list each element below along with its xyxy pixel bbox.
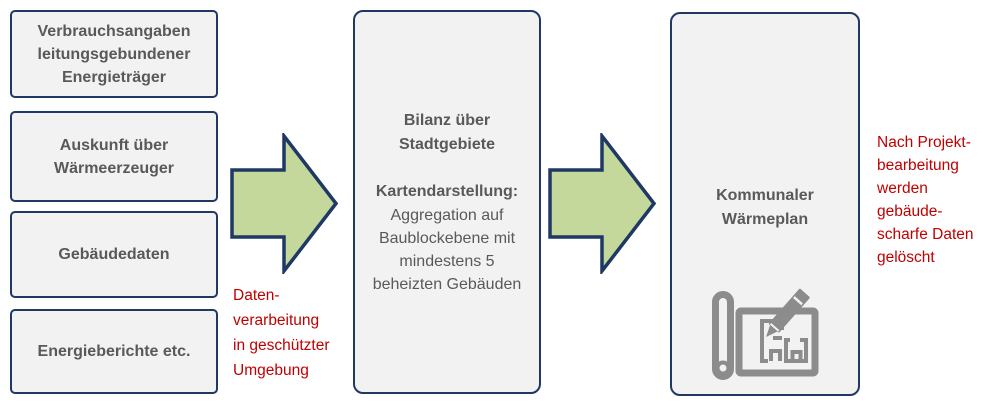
input-box-verbrauchsangaben: Verbrauchsangaben leitungsgebundener Ene… [10, 10, 218, 98]
input-box-label: Verbrauchsangaben leitungsgebundener Ene… [37, 22, 191, 86]
flow-arrow-right-icon [548, 133, 657, 274]
note-data-deletion: Nach Projekt- bearbeitung werden gebäude… [877, 134, 974, 266]
blueprint-pencil-icon [711, 259, 819, 389]
input-box-gebaeudedaten: Gebäudedaten [10, 211, 218, 298]
process-box-subtitle-heading: Kartendarstellung: [375, 182, 519, 200]
flow-arrow-right-icon [230, 133, 339, 274]
process-box-bilanz: Bilanz über Stadtgebiete Kartendarstellu… [353, 10, 541, 394]
output-box-title: Kommunaler Wärmeplan [716, 187, 814, 228]
input-box-energieberichte: Energieberichte etc. [10, 309, 218, 394]
note-protected-processing: Daten- verarbeitung in geschützter Umgeb… [233, 287, 330, 379]
output-box-waermeplan: Kommunaler Wärmeplan [670, 12, 860, 396]
input-box-waermeerzeuger: Auskunft über Wärmeerzeuger [10, 111, 218, 202]
input-box-label: Energieberichte etc. [37, 343, 191, 360]
input-box-label: Auskunft über Wärmeerzeuger [53, 136, 175, 177]
input-box-label: Gebäudedaten [58, 246, 170, 263]
process-box-title: Bilanz über Stadtgebiete [398, 111, 495, 153]
process-box-subtitle-body: Aggregation auf Baublockebene mit mindes… [372, 206, 522, 293]
